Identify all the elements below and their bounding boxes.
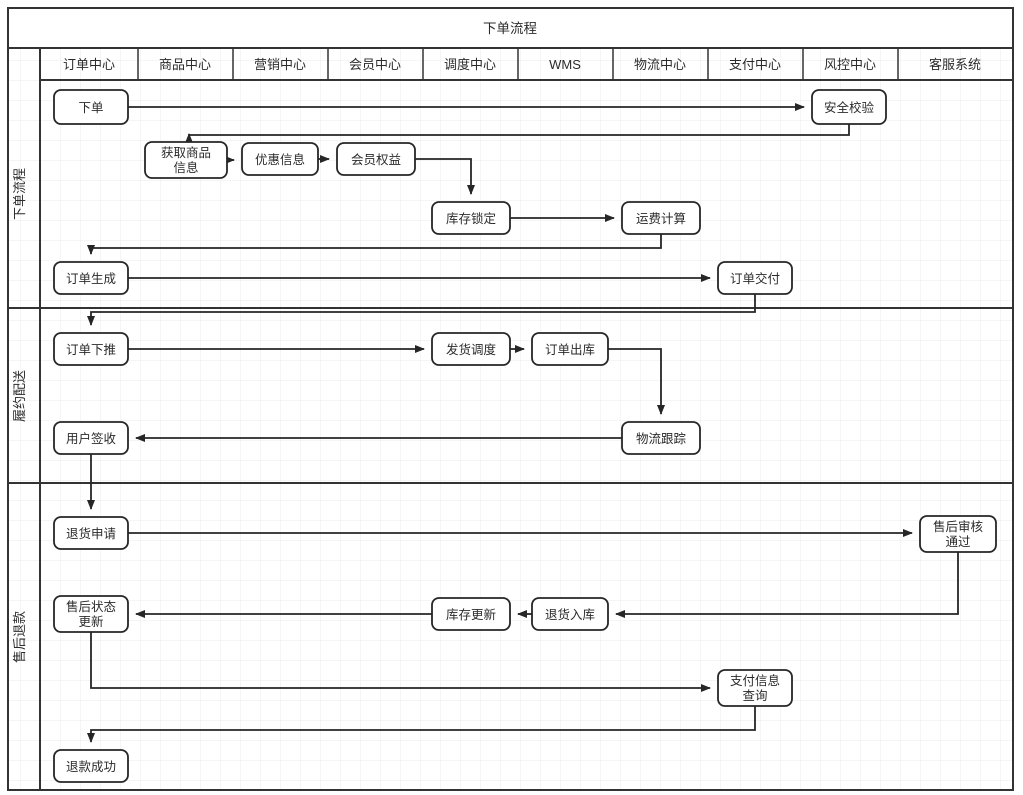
node-label-line2: 信息 xyxy=(173,160,198,175)
column-header-member-center[interactable]: 会员中心 xyxy=(349,57,401,72)
node-box[interactable] xyxy=(919,515,997,553)
column-header-service-system[interactable]: 客服系统 xyxy=(929,57,981,72)
node-label: 优惠信息 xyxy=(255,152,305,167)
node-shipping-dispatch[interactable]: 发货调度 xyxy=(431,332,511,366)
lane-label-fulfillment: 履约配送 xyxy=(12,370,27,422)
lane-labels: 下单流程 履约配送 售后退款 xyxy=(12,168,27,663)
edge-status-to-payment-query xyxy=(90,632,711,692)
node-layer: 下单 安全校验 获取商品 信息 优惠信息 会员权益 库存锁定 xyxy=(53,89,997,783)
lane-label-place-order: 下单流程 xyxy=(12,168,27,220)
node-order-outbound[interactable]: 订单出库 xyxy=(531,332,609,366)
edge-delivery-to-pushdown xyxy=(87,294,756,326)
node-label: 退货申请 xyxy=(66,526,116,541)
edge-approved-to-return-inbound xyxy=(615,552,959,618)
edge-freight-to-order-created xyxy=(87,234,662,255)
column-header-payment-center[interactable]: 支付中心 xyxy=(729,57,781,72)
lane-label-aftersales: 售后退款 xyxy=(12,611,27,663)
column-header-marketing-center[interactable]: 营销中心 xyxy=(254,57,306,72)
edge-member-to-stock-lock xyxy=(415,158,475,195)
node-label: 运费计算 xyxy=(636,211,686,226)
node-label: 物流跟踪 xyxy=(636,432,687,446)
node-box[interactable] xyxy=(53,595,129,633)
edge-layer xyxy=(87,103,959,743)
node-box[interactable] xyxy=(53,261,129,295)
edge-payment-query-to-refund xyxy=(87,706,756,743)
node-label: 订单交付 xyxy=(730,271,780,286)
node-user-received[interactable]: 用户签收 xyxy=(53,421,129,455)
node-promo-info[interactable]: 优惠信息 xyxy=(241,142,319,176)
node-order-pushdown[interactable]: 订单下推 xyxy=(53,332,129,366)
node-place-order[interactable]: 下单 xyxy=(53,89,129,125)
node-box[interactable] xyxy=(53,421,129,455)
node-label: 用户签收 xyxy=(66,431,117,446)
node-box[interactable] xyxy=(431,597,511,631)
node-aftersales-status[interactable]: 售后状态 更新 xyxy=(53,595,129,633)
node-logistics-tracking[interactable]: 物流跟踪 xyxy=(621,421,701,455)
node-label-line2: 通过 xyxy=(945,535,971,549)
node-member-benefits[interactable]: 会员权益 xyxy=(336,142,416,176)
node-stock-lock[interactable]: 库存锁定 xyxy=(431,201,511,235)
node-label: 会员权益 xyxy=(351,152,401,167)
column-header-wms[interactable]: WMS xyxy=(549,57,581,72)
node-box[interactable] xyxy=(717,669,793,707)
node-refund-success[interactable]: 退款成功 xyxy=(53,749,129,783)
node-label: 订单生成 xyxy=(66,272,116,286)
node-label-line1: 获取商品 xyxy=(161,145,211,160)
node-security-check[interactable]: 安全校验 xyxy=(811,89,887,125)
column-header-order-center[interactable]: 订单中心 xyxy=(63,57,115,72)
node-return-request[interactable]: 退货申请 xyxy=(53,516,129,550)
diagram-title: 下单流程 xyxy=(483,21,537,36)
node-box[interactable] xyxy=(144,141,228,179)
node-label-line1: 售后状态 xyxy=(66,599,116,614)
node-box[interactable] xyxy=(53,749,129,783)
node-order-delivery[interactable]: 订单交付 xyxy=(717,261,793,295)
column-header-logistics-center[interactable]: 物流中心 xyxy=(634,57,686,72)
node-return-inbound[interactable]: 退货入库 xyxy=(531,597,609,631)
node-box[interactable] xyxy=(621,421,701,455)
node-label: 退货入库 xyxy=(545,607,595,622)
node-box[interactable] xyxy=(621,201,701,235)
node-label: 退款成功 xyxy=(66,760,116,774)
node-label: 发货调度 xyxy=(446,342,497,357)
edge-outbound-to-tracking xyxy=(608,348,665,415)
node-box[interactable] xyxy=(53,332,129,366)
node-label: 库存更新 xyxy=(446,607,496,622)
node-box[interactable] xyxy=(531,332,609,366)
node-order-created[interactable]: 订单生成 xyxy=(53,261,129,295)
column-header-risk-center[interactable]: 风控中心 xyxy=(824,57,876,72)
node-label-line2: 更新 xyxy=(78,614,103,629)
node-box[interactable] xyxy=(811,89,887,125)
column-headers: 订单中心 商品中心 营销中心 会员中心 调度中心 WMS 物流中心 支付中心 风… xyxy=(63,57,981,72)
node-label: 订单出库 xyxy=(545,342,595,357)
node-box[interactable] xyxy=(336,142,416,176)
column-header-dispatch-center[interactable]: 调度中心 xyxy=(444,57,496,72)
node-label: 订单下推 xyxy=(66,343,116,357)
edge-security-to-fetch-product xyxy=(185,124,850,143)
node-payment-query[interactable]: 支付信息 查询 xyxy=(717,669,793,707)
diagram-frame xyxy=(7,47,1014,791)
column-header-product-center[interactable]: 商品中心 xyxy=(159,57,211,72)
node-label: 安全校验 xyxy=(824,100,875,115)
node-stock-update[interactable]: 库存更新 xyxy=(431,597,511,631)
column-separators xyxy=(137,48,899,80)
node-label-line1: 支付信息 xyxy=(730,673,780,688)
node-box[interactable] xyxy=(431,201,511,235)
node-freight-calc[interactable]: 运费计算 xyxy=(621,201,701,235)
node-fetch-product-info[interactable]: 获取商品 信息 xyxy=(144,141,228,179)
node-label: 库存锁定 xyxy=(446,211,496,226)
node-label: 下单 xyxy=(78,101,103,115)
node-label-line2: 查询 xyxy=(742,689,767,703)
node-box[interactable] xyxy=(241,142,319,176)
node-box[interactable] xyxy=(431,332,511,366)
node-box[interactable] xyxy=(531,597,609,631)
node-box[interactable] xyxy=(53,516,129,550)
node-aftersales-approved[interactable]: 售后审核 通过 xyxy=(919,515,997,553)
node-box[interactable] xyxy=(717,261,793,295)
node-label-line1: 售后审核 xyxy=(933,519,984,534)
node-box[interactable] xyxy=(53,89,129,125)
